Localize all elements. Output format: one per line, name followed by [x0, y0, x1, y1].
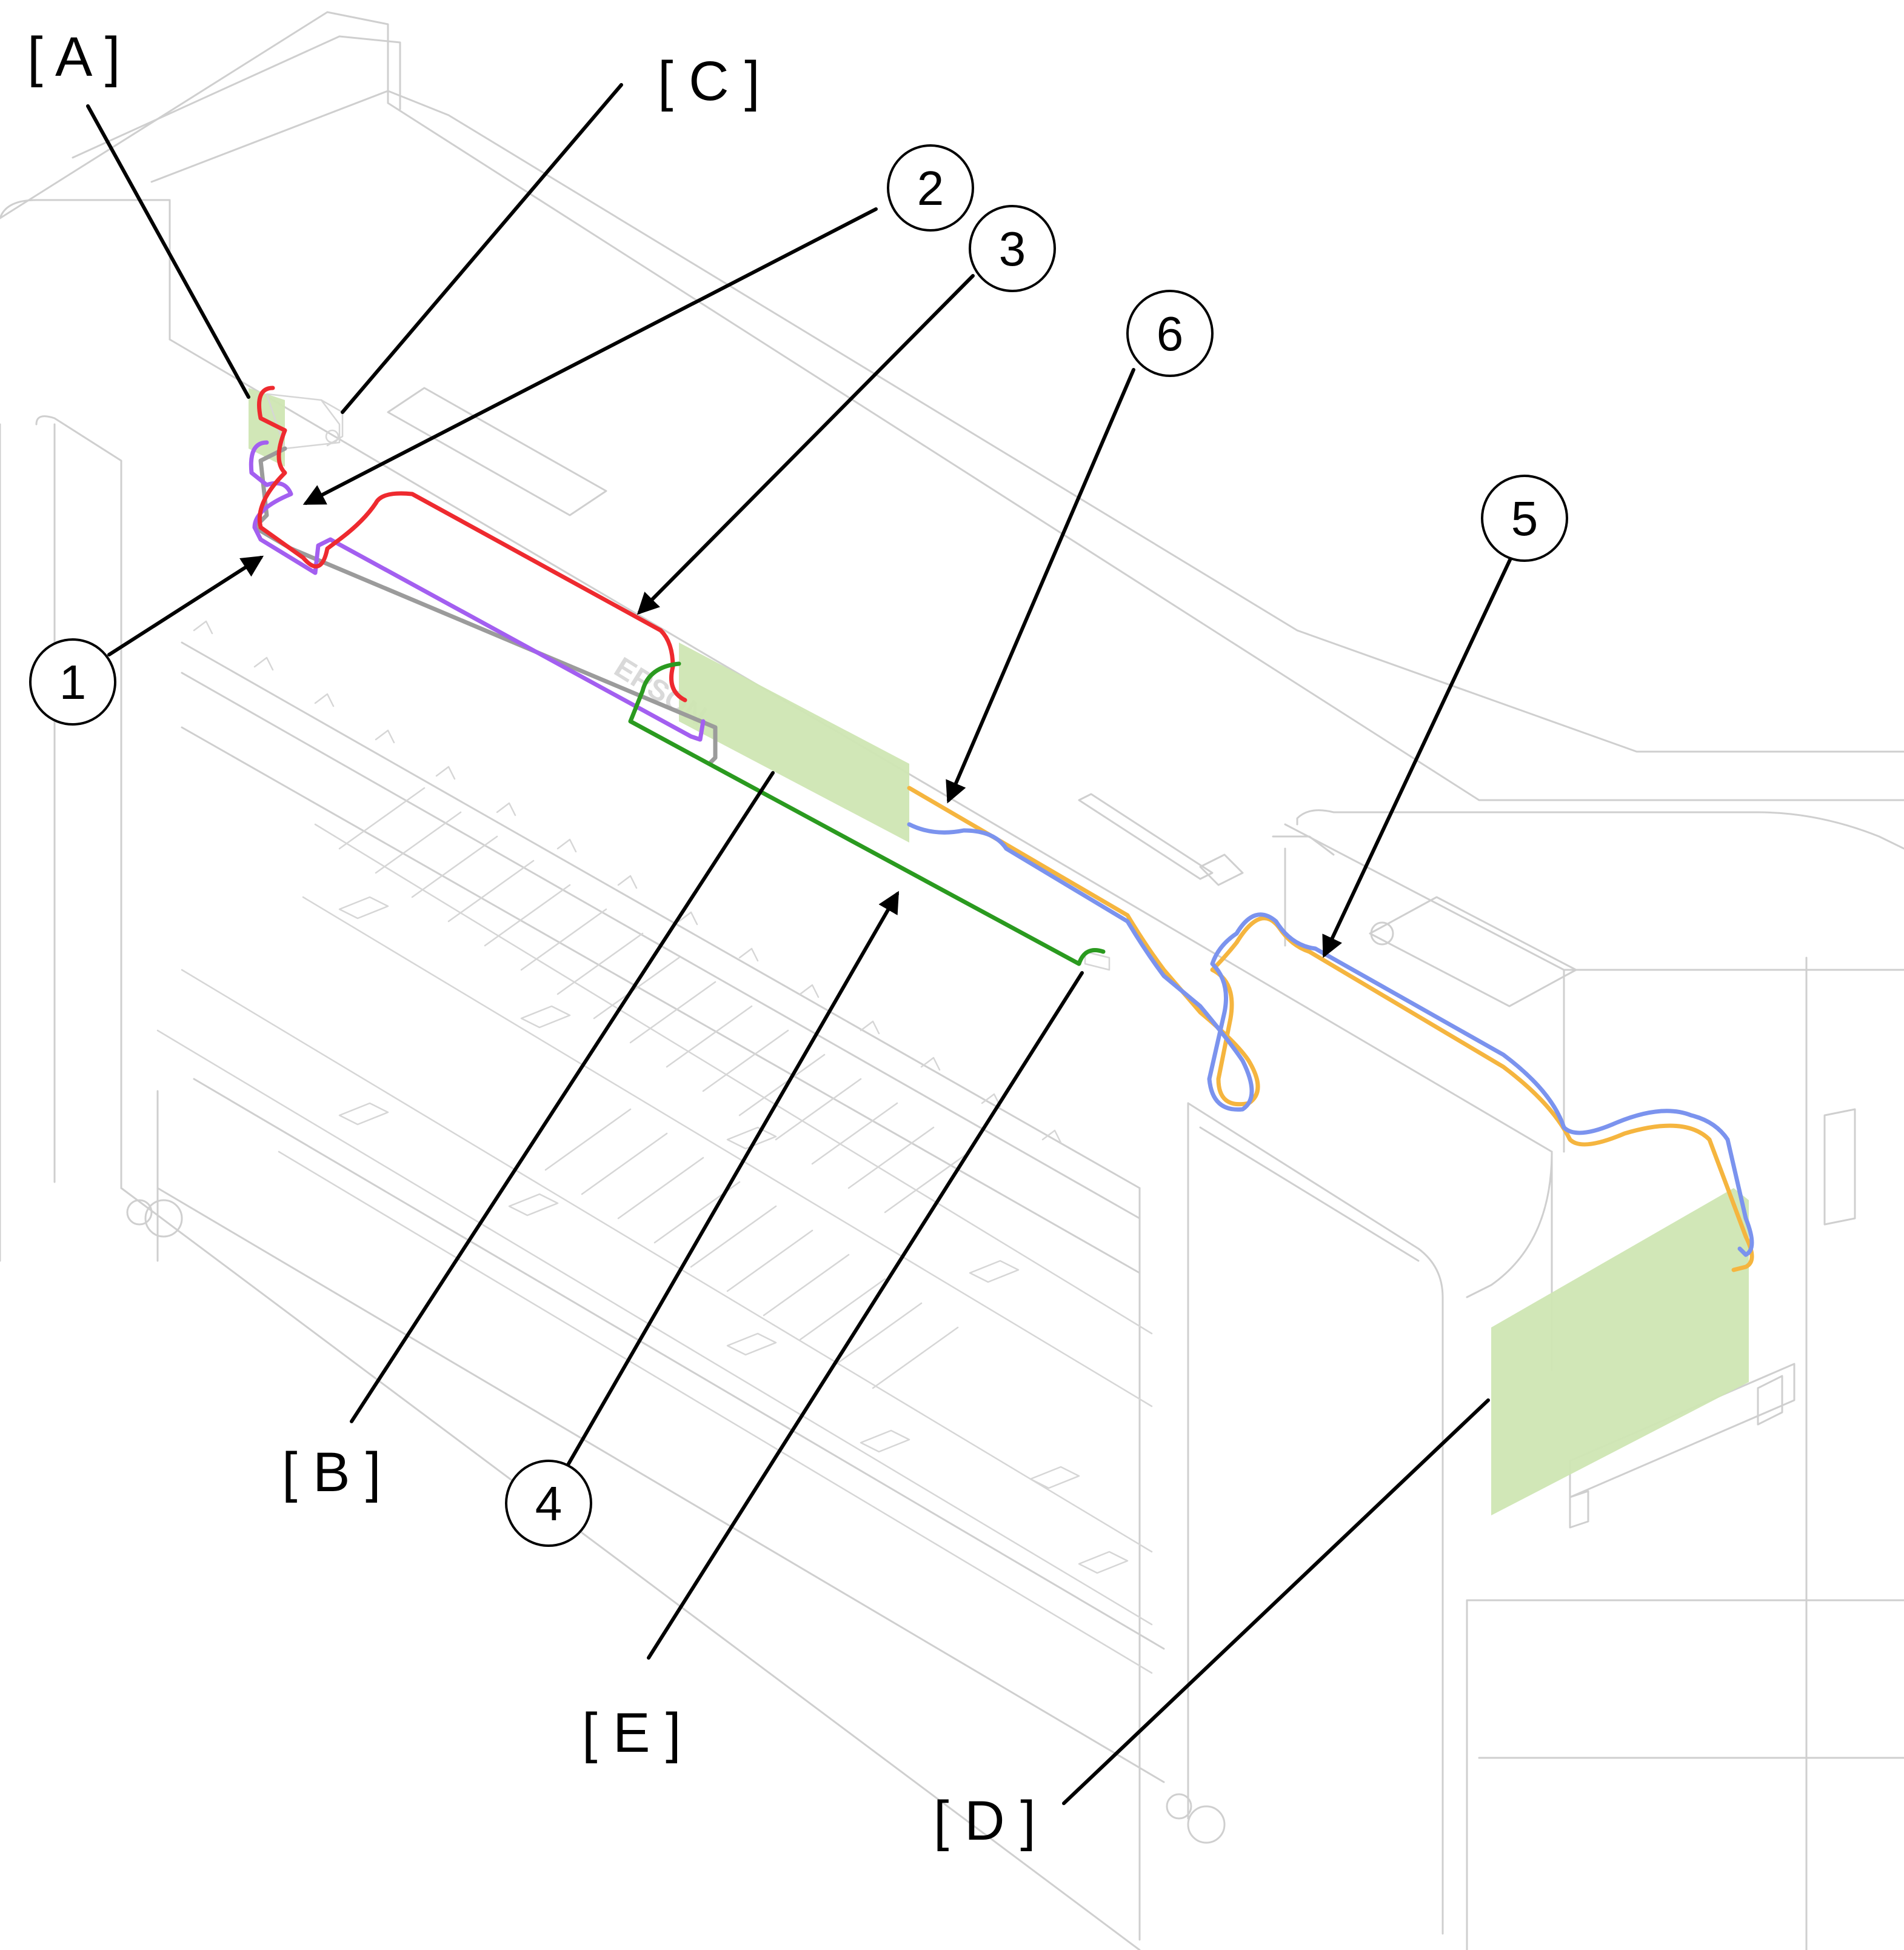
callout-number: 4 [535, 1477, 563, 1531]
cables [249, 386, 1754, 1272]
callout-4: 4 [505, 1460, 592, 1547]
callout-circle [887, 144, 974, 232]
leader-lines [86, 83, 1514, 1805]
leader-2 [302, 207, 878, 505]
cable-green [628, 661, 1106, 966]
label-d: [ D ] [934, 1790, 1036, 1852]
leader-c [341, 83, 623, 414]
leader-d [1062, 1398, 1490, 1805]
leader-a [86, 104, 250, 399]
callout-5: 5 [1481, 475, 1568, 562]
callout-number: 2 [917, 161, 944, 215]
callout-number: 5 [1511, 492, 1538, 546]
leader-6 [946, 368, 1135, 804]
cable-purple [249, 440, 706, 742]
cable-red [257, 386, 687, 703]
label-a: [ A ] [27, 26, 120, 88]
connector-e [1084, 950, 1111, 971]
leader-5 [1322, 553, 1514, 958]
board-b [679, 643, 909, 843]
cable-blue [907, 822, 1754, 1257]
leader-1 [107, 555, 264, 656]
board-d [1491, 1188, 1749, 1515]
machine-outline [0, 11, 1904, 1950]
callout-6: 6 [1126, 290, 1214, 377]
callout-circle [969, 205, 1056, 292]
callout-circle [29, 638, 116, 726]
callout-3: 3 [969, 205, 1056, 292]
label-b: [ B ] [282, 1441, 381, 1503]
callout-number: 6 [1157, 307, 1184, 361]
leader-e [647, 971, 1084, 1660]
callout-2: 2 [887, 144, 974, 232]
callout-circle [1481, 475, 1568, 562]
callout-1: 1 [29, 638, 116, 726]
callout-number: 1 [59, 655, 87, 709]
callout-number: 3 [999, 222, 1026, 276]
cable-orange [907, 786, 1754, 1272]
label-c: [ C ] [658, 50, 760, 112]
leader-4 [565, 890, 899, 1469]
leader-b [350, 771, 775, 1423]
callout-circle [505, 1460, 592, 1547]
label-e: [ E ] [582, 1702, 681, 1764]
leader-3 [636, 274, 975, 615]
callout-circle [1126, 290, 1214, 377]
